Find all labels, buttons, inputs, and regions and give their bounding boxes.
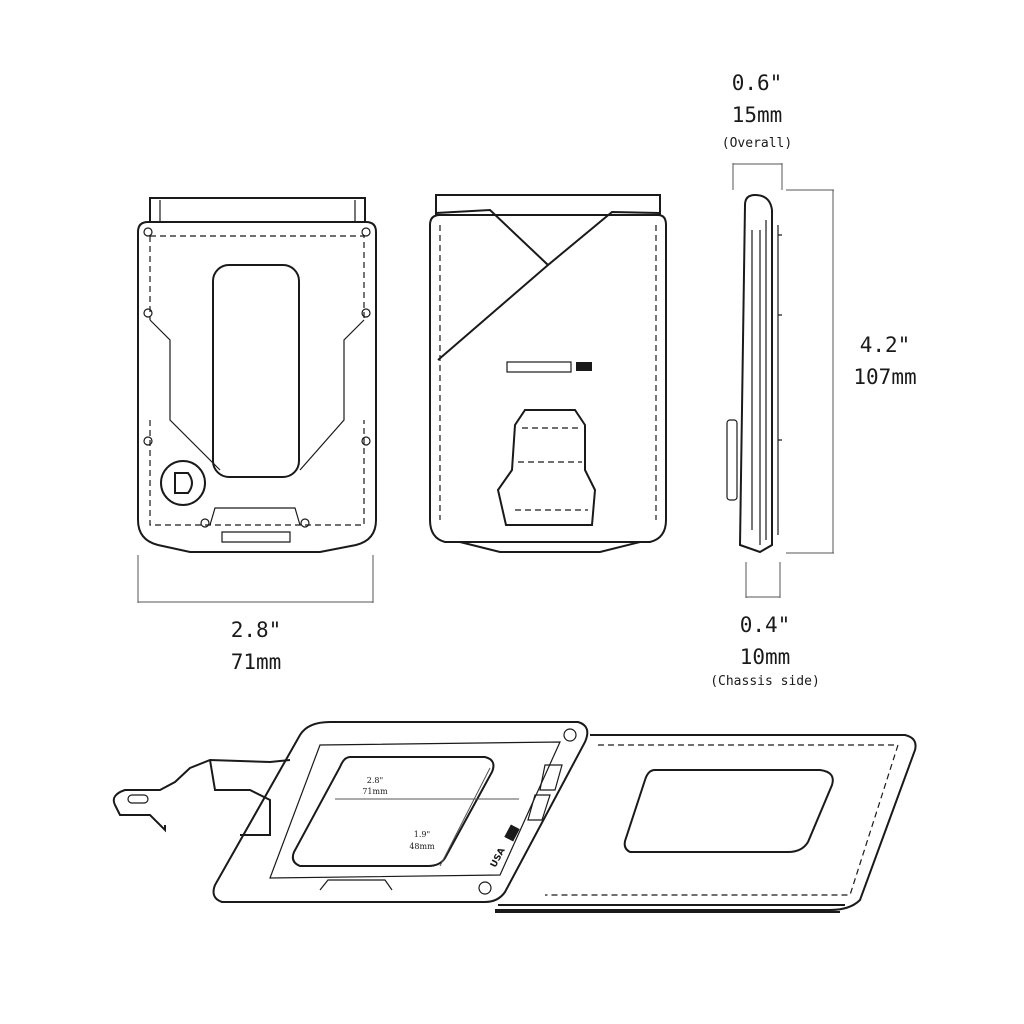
- window-height-imperial-label: 1.9": [413, 830, 431, 839]
- front-thumb-window: [212, 264, 300, 478]
- back-clip: [496, 409, 597, 526]
- iso-clip-slot: [127, 794, 149, 804]
- side-body: [738, 193, 773, 554]
- iso-screw: [478, 881, 492, 895]
- side-clip: [726, 419, 738, 501]
- iso-dango-logo: [527, 764, 563, 821]
- chassis-thickness-dimension-line: [745, 562, 781, 598]
- overall-thickness-note: (Overall): [721, 136, 793, 151]
- iso-inner-frame: [269, 741, 561, 879]
- front-top-card: [149, 197, 366, 223]
- window-width-metric-label: 71mm: [362, 787, 388, 796]
- chassis-thickness-imperial-label: 0.4": [739, 613, 791, 637]
- open-isometric-view: [112, 721, 917, 913]
- side-layers: [751, 220, 779, 545]
- chassis-thickness-note: (Chassis side): [710, 674, 820, 689]
- back-body: [429, 214, 667, 543]
- front-side-rails: [149, 319, 365, 471]
- front-top-card-edges: [159, 200, 356, 222]
- front-d-logo-badge: [160, 460, 206, 506]
- window-width-imperial-label: 2.8": [366, 776, 384, 785]
- iso-strap-clip: [112, 758, 291, 836]
- height-imperial-label: 4.2": [859, 333, 911, 357]
- window-height-metric-label: 48mm: [409, 842, 435, 851]
- back-bottom-edge: [459, 541, 641, 553]
- iso-card-sleeve: [495, 734, 917, 911]
- side-screws: [778, 234, 782, 441]
- back-pocket-flaps: [435, 208, 661, 361]
- width-imperial-label: 2.8": [230, 618, 282, 642]
- iso-sleeve-stitch: [545, 744, 899, 896]
- height-dimension-line: [786, 189, 834, 554]
- iso-usa-flag-icon: [504, 824, 520, 842]
- back-stitch: [439, 225, 657, 520]
- overall-thickness-metric-label: 15mm: [731, 103, 783, 127]
- front-stitch-top: [149, 235, 365, 320]
- d-logo-icon: [174, 472, 193, 494]
- iso-sleeve-edge: [495, 904, 845, 913]
- front-stitch-bottom: [149, 420, 365, 526]
- iso-window-height-arrow: [439, 767, 491, 867]
- iso-screw: [563, 728, 577, 742]
- front-body: [137, 221, 377, 553]
- height-metric-label: 107mm: [853, 365, 917, 389]
- width-dimension-line: [137, 555, 374, 603]
- front-pull-tab: [209, 507, 301, 543]
- iso-card-window: [291, 756, 495, 867]
- back-clip-stitch: [515, 427, 588, 511]
- chassis-thickness-metric-label: 10mm: [739, 645, 791, 669]
- back-logo-plate: [506, 361, 572, 373]
- side-view: [726, 193, 782, 554]
- width-metric-label: 71mm: [230, 650, 282, 674]
- front-screws: [143, 227, 371, 528]
- iso-pull-tab: [319, 879, 393, 891]
- usa-flag-icon: [576, 362, 592, 371]
- overall-thickness-dimension-line: [732, 163, 783, 190]
- overall-thickness-imperial-label: 0.6": [731, 71, 783, 95]
- front-view: [137, 197, 377, 553]
- iso-sleeve-window: [623, 769, 834, 853]
- back-view: [429, 194, 667, 553]
- iso-chassis: [212, 721, 589, 903]
